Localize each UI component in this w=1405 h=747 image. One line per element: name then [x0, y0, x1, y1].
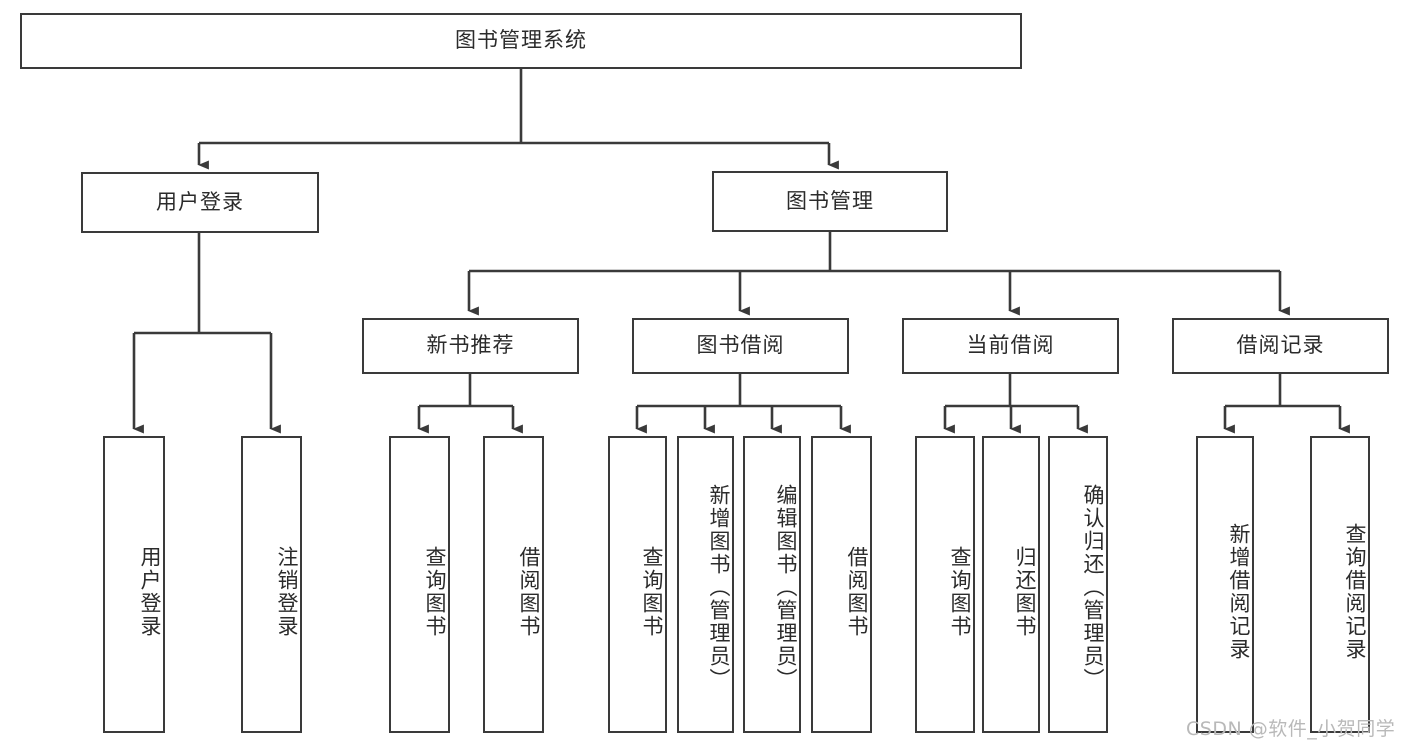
node-leaf-query-book-1[interactable]: 查询图书 [389, 436, 450, 733]
node-borrow-record[interactable]: 借阅记录 [1172, 318, 1389, 374]
node-label: 新增借阅记录 [1227, 522, 1251, 661]
node-label: 借阅图书 [517, 545, 541, 638]
node-system-root[interactable]: 图书管理系统 [20, 13, 1022, 69]
node-current-borrow[interactable]: 当前借阅 [902, 318, 1119, 374]
node-label: 图书借阅 [696, 333, 785, 358]
node-label: 图书管理 [786, 188, 874, 213]
node-label: 归还图书 [1013, 545, 1037, 638]
node-label: 查询图书 [423, 545, 447, 638]
node-leaf-add-book[interactable]: 新增图书（管理员） [677, 436, 734, 733]
node-label: 用户登录 [156, 189, 244, 214]
csdn-watermark: CSDN @软件_小贺同学 [1186, 718, 1396, 740]
node-label: 图书管理系统 [455, 28, 587, 53]
node-leaf-edit-book[interactable]: 编辑图书（管理员） [743, 436, 801, 733]
node-leaf-logout-login[interactable]: 注销登录 [241, 436, 302, 733]
node-leaf-return-book[interactable]: 归还图书 [982, 436, 1040, 733]
node-label: 确认归还（管理员） [1081, 484, 1105, 691]
node-leaf-confirm-return[interactable]: 确认归还（管理员） [1048, 436, 1108, 733]
node-new-book-recommend[interactable]: 新书推荐 [362, 318, 579, 374]
node-label: 新增图书（管理员） [707, 484, 731, 691]
node-label: 当前借阅 [966, 333, 1055, 358]
node-label: 用户登录 [138, 545, 162, 638]
node-leaf-query-book-3[interactable]: 查询图书 [915, 436, 975, 733]
node-book-borrow[interactable]: 图书借阅 [632, 318, 849, 374]
node-label: 借阅记录 [1236, 333, 1325, 358]
node-leaf-query-book-2[interactable]: 查询图书 [608, 436, 667, 733]
node-label: 查询图书 [948, 545, 972, 638]
node-label: 查询借阅记录 [1343, 522, 1367, 661]
node-leaf-borrow-book-1[interactable]: 借阅图书 [483, 436, 544, 733]
node-label: 新书推荐 [426, 333, 515, 358]
node-label: 借阅图书 [845, 545, 869, 638]
node-label: 查询图书 [640, 545, 664, 638]
node-leaf-query-record[interactable]: 查询借阅记录 [1310, 436, 1370, 733]
node-label: 注销登录 [275, 545, 299, 638]
node-book-manage[interactable]: 图书管理 [712, 171, 948, 232]
node-label: 编辑图书（管理员） [774, 484, 798, 691]
node-leaf-add-record[interactable]: 新增借阅记录 [1196, 436, 1254, 733]
node-user-login[interactable]: 用户登录 [81, 172, 319, 233]
node-leaf-borrow-book-2[interactable]: 借阅图书 [811, 436, 872, 733]
node-leaf-user-login[interactable]: 用户登录 [103, 436, 165, 733]
